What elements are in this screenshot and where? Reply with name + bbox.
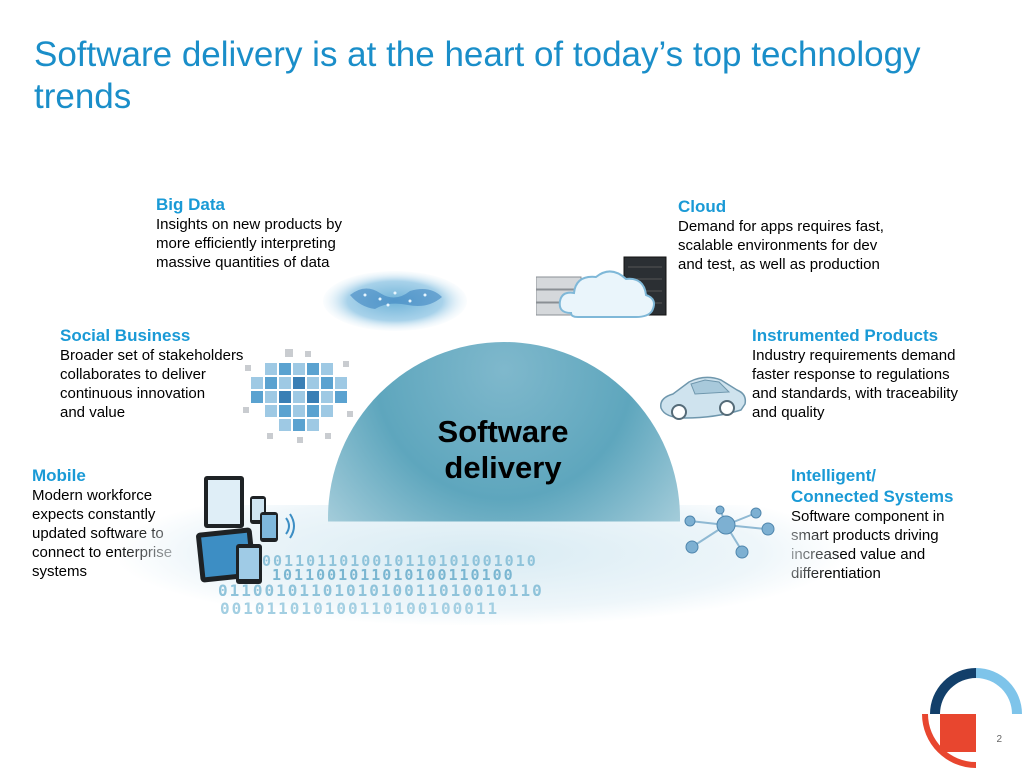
software-delivery-label: Software delivery <box>398 414 608 486</box>
instrumented-products-text-4: and quality <box>752 404 825 421</box>
big-data-map-icon <box>323 271 467 331</box>
car-wireframe-icon <box>660 376 747 420</box>
cloud-text-1: Demand for apps requires fast, <box>678 218 884 235</box>
big-data-text-2: more efficiently interpreting <box>156 235 336 252</box>
connected-network-icon <box>684 505 775 559</box>
software-delivery-label-2: delivery <box>444 450 562 485</box>
instrumented-products-block: Instrumented Products Industry requireme… <box>752 325 958 422</box>
social-business-text-2: collaborates to deliver <box>60 366 206 383</box>
page-number: 2 <box>996 734 1002 745</box>
corner-logo-icon <box>922 668 1022 768</box>
cloud-heading: Cloud <box>678 197 727 216</box>
social-business-block: Social Business Broader set of stakehold… <box>60 325 243 422</box>
slide-title: Software delivery is at the heart of tod… <box>34 35 921 116</box>
cloud-text-3: and test, as well as production <box>678 256 880 273</box>
instrumented-products-text-2: faster response to regulations <box>752 366 950 383</box>
cloud-servers-icon <box>536 256 667 318</box>
big-data-text-1: Insights on new products by <box>156 216 342 233</box>
social-business-text-1: Broader set of stakeholders <box>60 347 244 364</box>
big-data-block: Big Data Insights on new products by mor… <box>156 194 342 272</box>
binary-row-2: 1011001011010100110100 <box>272 566 515 584</box>
cloud-block: Cloud Demand for apps requires fast, sca… <box>678 196 884 274</box>
big-data-heading: Big Data <box>156 195 225 214</box>
software-delivery-label-1: Software <box>437 414 569 449</box>
mobile-devices-icon <box>196 476 295 584</box>
binary-row-1: 0011011010010110101001010 <box>262 552 538 570</box>
mobile-heading: Mobile <box>32 466 86 485</box>
binary-row-4: 001011010100110100100011 <box>220 599 500 618</box>
instrumented-products-text-1: Industry requirements demand <box>752 347 956 364</box>
intelligent-systems-heading-1: Intelligent/ <box>791 466 876 485</box>
cloud-text-2: scalable environments for dev <box>678 237 878 254</box>
mobile-text-5: systems <box>32 563 88 580</box>
social-business-heading: Social Business <box>60 326 191 345</box>
social-network-icon <box>243 349 353 443</box>
big-data-text-3: massive quantities of data <box>156 254 330 271</box>
social-business-text-4: and value <box>60 404 126 421</box>
intelligent-systems-heading-2: Connected Systems <box>791 487 954 506</box>
social-business-text-3: continuous innovation <box>60 385 206 402</box>
instrumented-products-heading: Instrumented Products <box>752 326 939 345</box>
software-delivery-dome <box>328 342 680 522</box>
mobile-text-1: Modern workforce <box>32 487 153 504</box>
binary-row-3: 0110010110101010011010010110 <box>218 581 544 600</box>
instrumented-products-text-3: and standards, with traceability <box>752 385 958 402</box>
